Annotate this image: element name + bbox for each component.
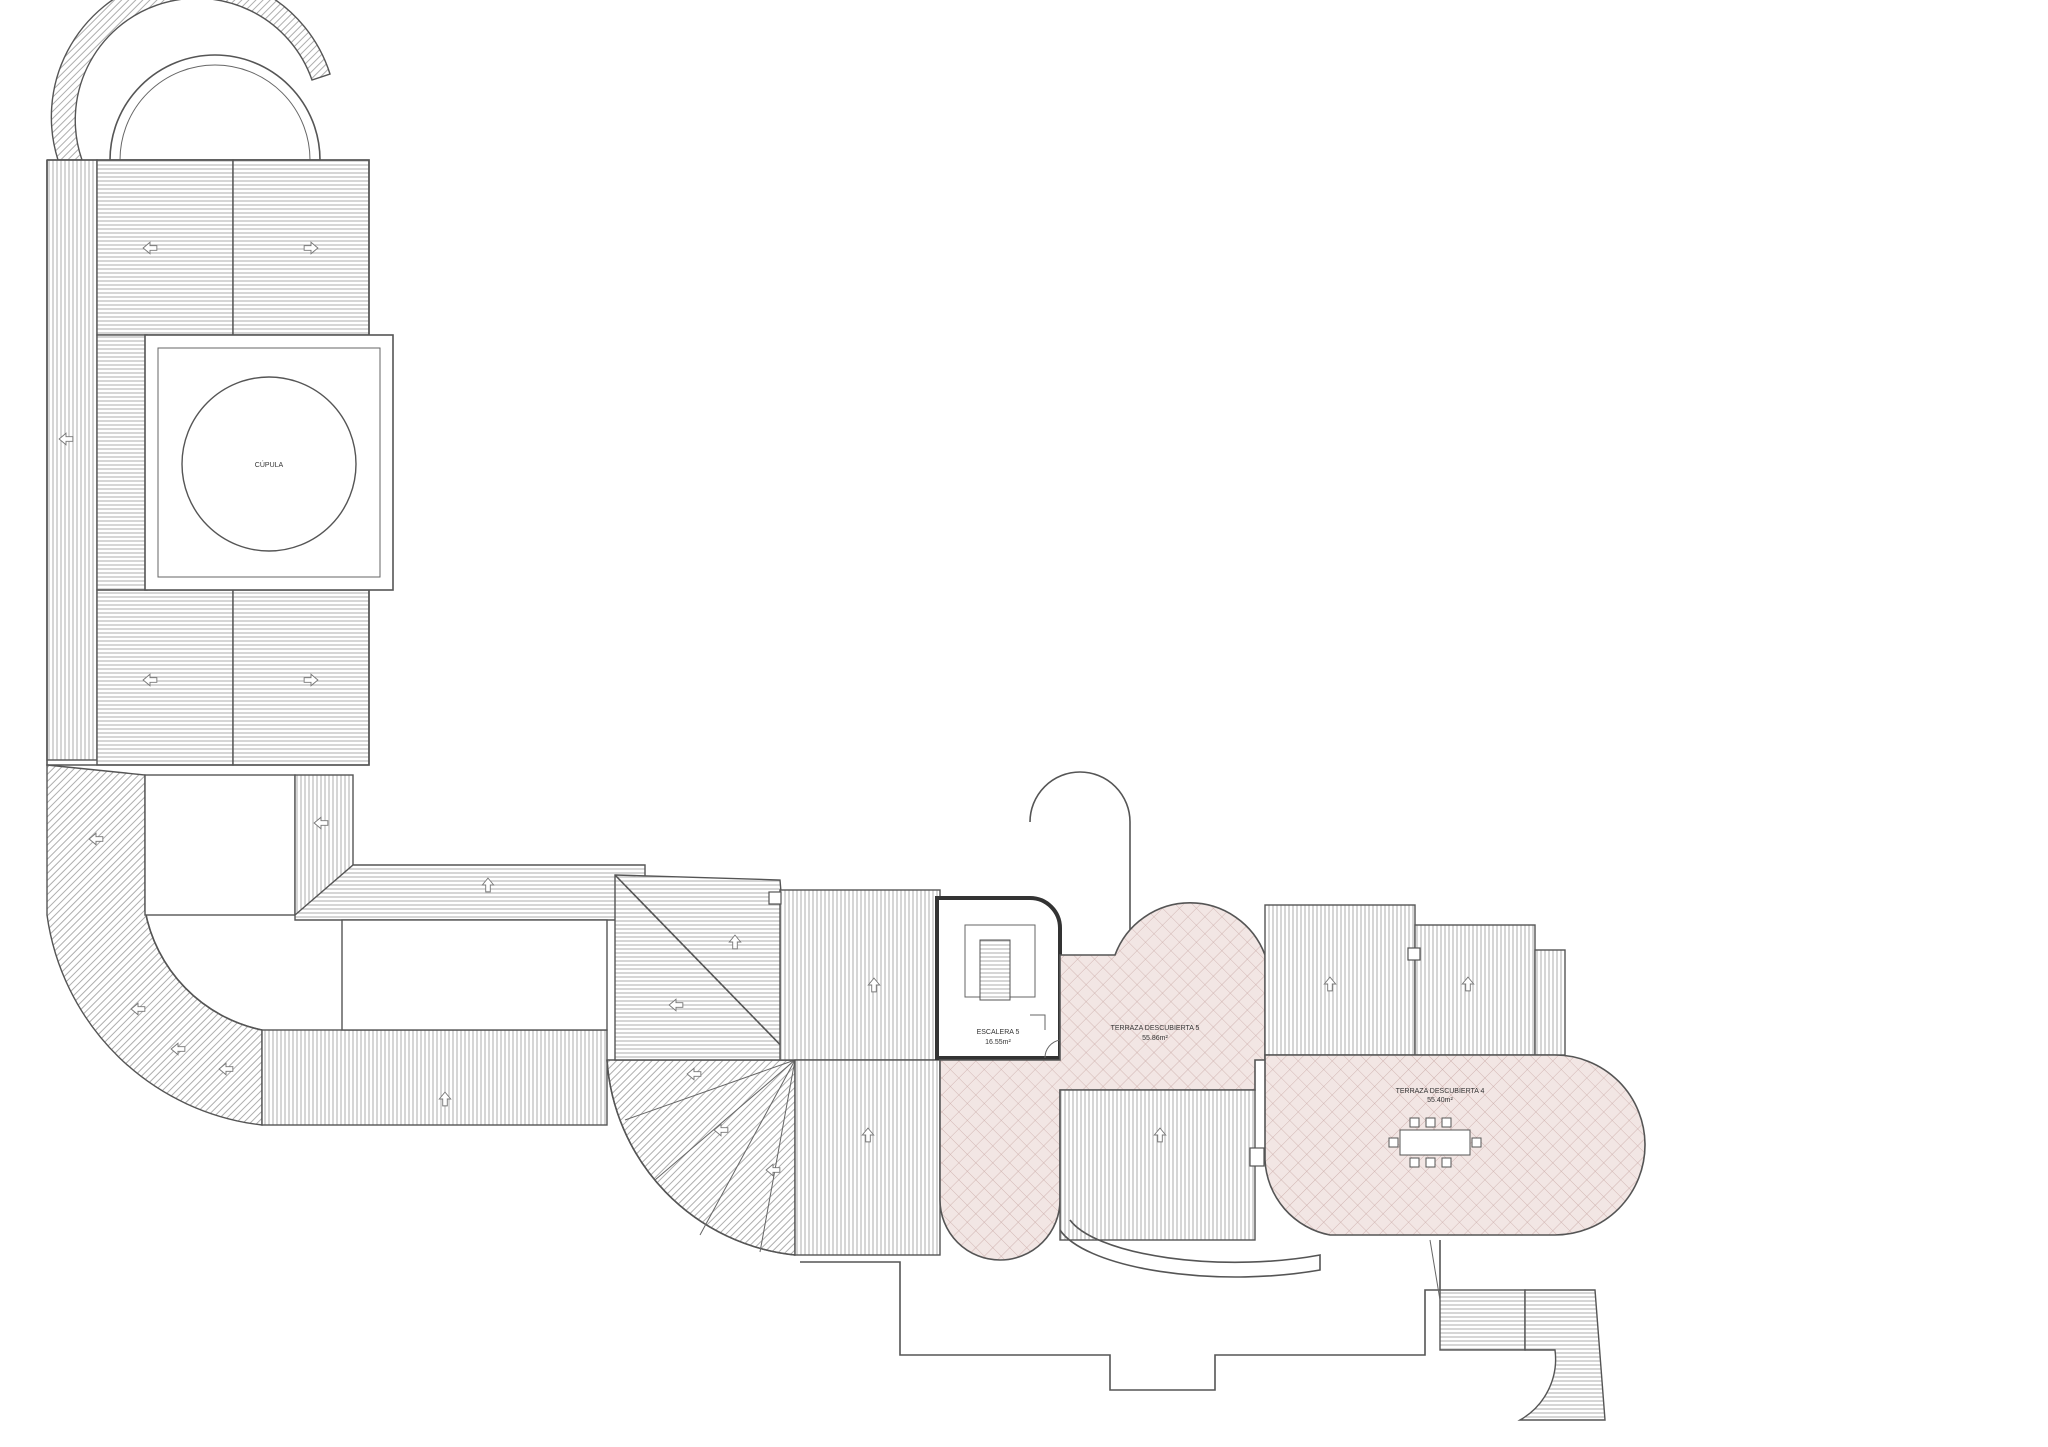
- west-wing-roof: CÚPULA: [46, 0, 394, 766]
- terrace-5: TERRAZA DESCUBIERTA 5 55.86m²: [939, 771, 1266, 1261]
- roof-panel-upper-right: [232, 159, 370, 336]
- north-wing-roof: [46, 764, 796, 1256]
- stair-core: ESCALERA 5 16.55m²: [935, 896, 1062, 1060]
- terrace5-label: TERRAZA DESCUBIERTA 5: [1111, 1025, 1200, 1032]
- roof-side-left: [96, 334, 148, 591]
- roof-panel-upper-left: [96, 159, 234, 336]
- horizontal-roof-lower: [261, 1029, 608, 1126]
- roof-strip-outer: [46, 159, 98, 761]
- terrace5-area: 55.86m²: [1142, 1035, 1168, 1042]
- terrace4-area: 55.40m²: [1427, 1097, 1453, 1104]
- cupola-apse: [109, 54, 321, 161]
- ground-outline: [800, 1219, 1606, 1421]
- roof-panel-lower-right: [232, 589, 370, 766]
- stair-area: 16.55m²: [985, 1039, 1011, 1046]
- corner-inner-court: [144, 774, 296, 916]
- chimney-1: [768, 891, 782, 905]
- cupola-circle: [181, 376, 357, 552]
- horizontal-roof-upper: [294, 864, 646, 921]
- chimney-3: [1249, 1147, 1265, 1167]
- diagonal-roof: [614, 874, 941, 1256]
- roof-panel-lower-left: [96, 589, 234, 766]
- dining-table: [1388, 1117, 1482, 1168]
- curved-exterior-stair: [1517, 1289, 1606, 1421]
- cupola-label: CÚPULA: [255, 460, 284, 469]
- terrace-4: TERRAZA DESCUBIERTA 4 55.40m²: [1264, 1054, 1646, 1236]
- entrance-stair: [1439, 1289, 1526, 1351]
- fan-roof: [606, 1059, 796, 1256]
- terrace4-label: TERRAZA DESCUBIERTA 4: [1396, 1088, 1485, 1095]
- spiral-stair-top: [50, 0, 331, 161]
- east-roofs: [1249, 904, 1566, 1167]
- stair-label: ESCALERA 5: [977, 1029, 1020, 1036]
- chimney-2: [1407, 947, 1421, 961]
